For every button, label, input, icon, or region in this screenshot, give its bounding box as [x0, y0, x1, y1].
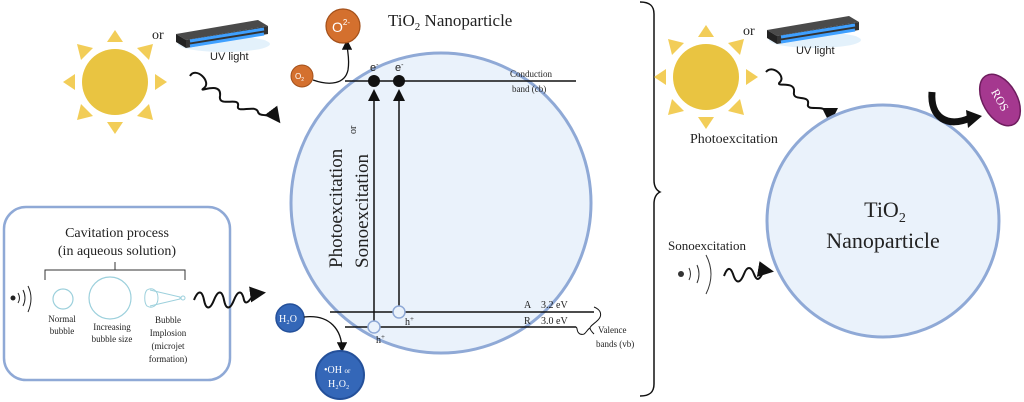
particle-line1: TiO2	[864, 197, 906, 226]
ros-arrow-head	[966, 110, 982, 128]
ultrasound-emitter-icon	[10, 285, 32, 313]
electron-2	[393, 75, 405, 87]
cavitation-panel: Cavitation process (in aqueous solution)…	[2, 205, 232, 382]
uv-light-label: UV light	[210, 51, 249, 63]
band-r-label: R	[524, 316, 531, 327]
right-light-wave-icon	[765, 68, 838, 124]
h2o-molecule	[275, 303, 305, 333]
ros-release-arrow	[928, 91, 972, 126]
right-sun-icon	[654, 25, 758, 129]
particle-line2: Nanoparticle	[826, 228, 940, 253]
right-sound-wave-icon	[723, 261, 774, 283]
cavitation-bracket	[44, 262, 186, 280]
stage-3-line1: Bubble	[155, 315, 181, 325]
right-tio2-nanoparticle	[765, 103, 1001, 339]
normal-bubble	[52, 288, 74, 310]
stage-2-line2: bubble size	[92, 334, 133, 344]
cb-label-line2: band (cb)	[512, 84, 546, 94]
o2-molecule	[290, 64, 314, 88]
oh-label: •OH or	[324, 365, 351, 376]
cb-label-line1: Conduction	[510, 69, 552, 79]
hydroxyl-radical-molecule	[315, 350, 365, 400]
light-source-group: or UV light	[63, 18, 281, 134]
band-a-label: A	[524, 300, 532, 311]
stage-3-line2: Implosion	[150, 328, 187, 338]
sonoexcitation-label: Sonoexcitation	[668, 238, 746, 253]
electron-2-label: e-	[395, 62, 404, 74]
sonoexcitation-vertical-label: Sonoexcitation	[352, 154, 373, 268]
right-ultrasound-emitter-icon	[678, 254, 712, 295]
right-uv-light-label: UV light	[796, 45, 835, 57]
excitation-vertical-label: Photoexcitation	[326, 148, 347, 268]
or-label: or	[152, 28, 164, 43]
stage-3-line4: formation)	[149, 354, 188, 364]
nanoparticle-title: TiO2 Nanoparticle	[388, 11, 512, 33]
band-r-value: 3.0 eV	[541, 316, 568, 327]
hole-1	[392, 305, 406, 319]
ros-molecule: ROS	[978, 73, 1022, 127]
hole-2-label: h+	[376, 333, 385, 346]
h2o2-label: H₂O₂	[328, 379, 349, 390]
band-a-value: 3.2 eV	[541, 300, 568, 311]
stage-1-line1: Normal	[48, 314, 76, 324]
electron-1-label: e-	[370, 62, 379, 74]
h2o-oxidation-arrow	[303, 316, 348, 353]
hole-1-label: h+	[405, 315, 414, 328]
stage-3-line3: (microjet	[152, 341, 185, 351]
o2-label: O2	[295, 72, 304, 83]
cavitation-title-line1: Cavitation process	[65, 226, 169, 241]
hole-2	[367, 320, 381, 334]
electron-1	[368, 75, 380, 87]
increasing-bubble	[88, 276, 132, 320]
superoxide-label: O2-	[332, 18, 350, 35]
superoxide-molecule	[325, 8, 361, 44]
sun-icon	[63, 30, 167, 134]
uv-lamp-icon	[174, 18, 272, 54]
svg-text:Photoexcitation: Photoexcitation	[326, 148, 347, 268]
vb-label-line1: Valence	[598, 325, 626, 335]
valence-brace-icon	[575, 306, 602, 335]
excitation-or-label: or	[348, 125, 359, 134]
stage-2-line1: Increasing	[93, 322, 131, 332]
right-or-label: or	[743, 24, 755, 39]
stage-1-line2: bubble	[50, 326, 75, 336]
cavitation-title-line2: (in aqueous solution)	[58, 244, 177, 259]
vb-label-line2: bands (vb)	[596, 339, 634, 349]
photoexcitation-label: Photoexcitation	[690, 132, 778, 147]
h2o-label: H₂O	[279, 314, 297, 325]
divider-brace-icon	[639, 1, 662, 397]
imploding-bubble	[144, 288, 186, 308]
right-uv-lamp-icon	[765, 14, 863, 50]
light-wave-icon	[189, 71, 281, 124]
tio2-nanoparticle	[289, 51, 593, 355]
o2-reduction-arrow	[312, 39, 353, 84]
sound-wave-icon	[193, 286, 266, 309]
